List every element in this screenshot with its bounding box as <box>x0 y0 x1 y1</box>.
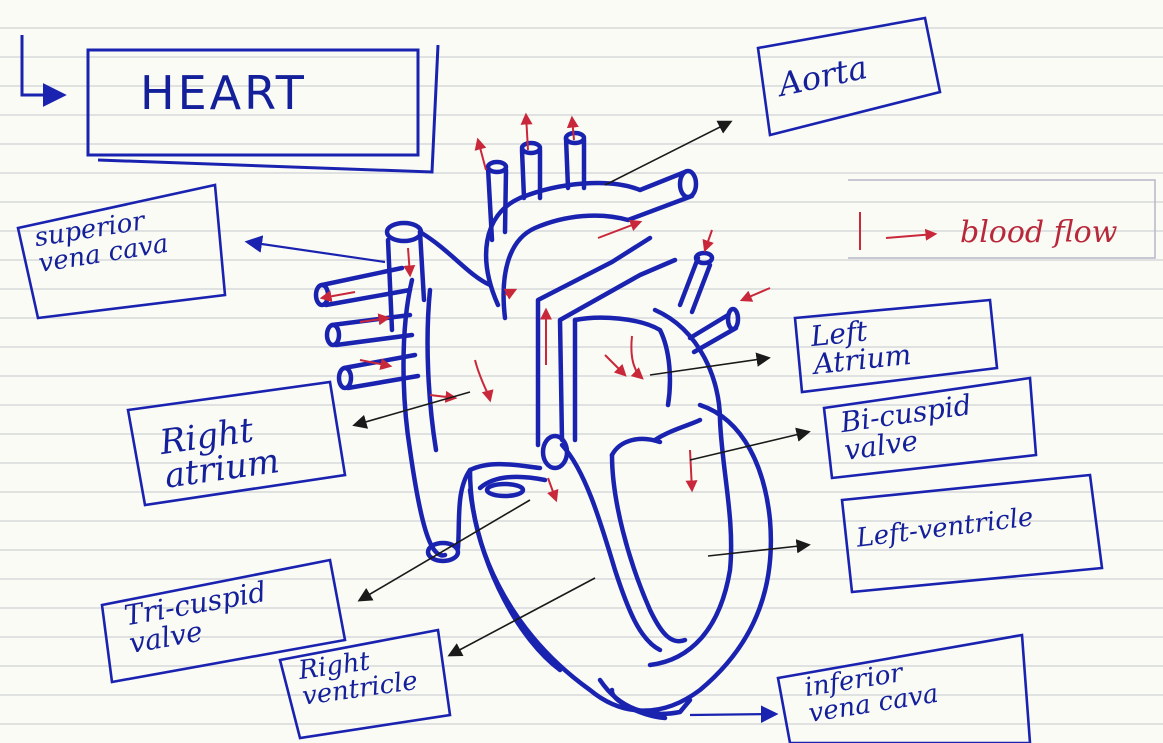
legend-label: blood flow <box>960 218 1117 248</box>
title-text: HEART <box>140 70 307 116</box>
label-left-atrium: Left Atrium <box>809 313 912 379</box>
label-right-atrium: Right atrium <box>158 410 282 493</box>
title-pointer <box>22 35 62 95</box>
heart-outline <box>316 133 771 718</box>
